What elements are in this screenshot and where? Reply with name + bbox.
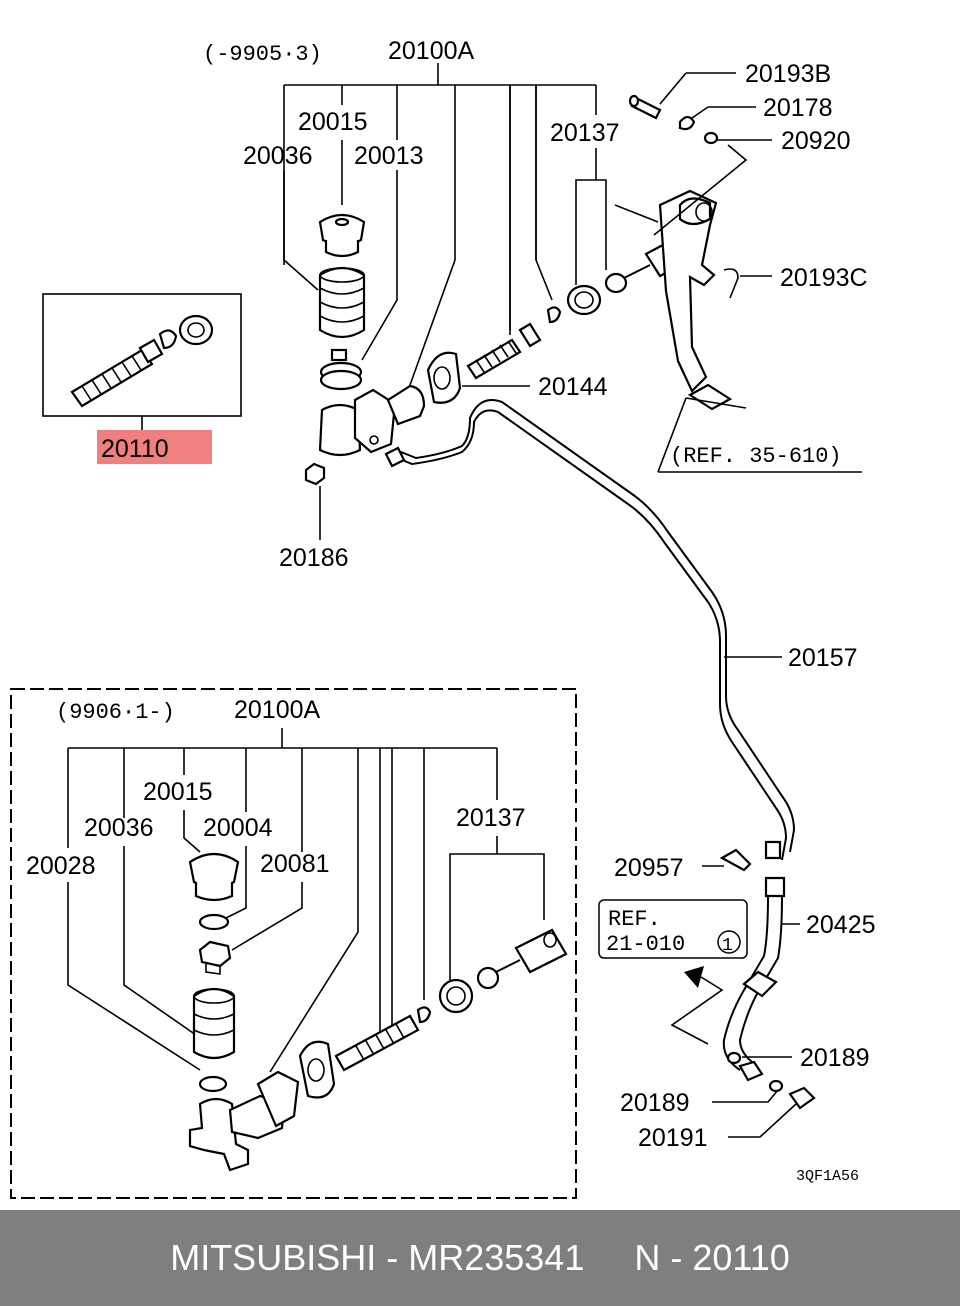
clutch-pipe xyxy=(384,399,796,861)
gasket-lower xyxy=(298,1040,336,1099)
label-20189-a: 20189 xyxy=(800,1044,870,1072)
label-20036-upper: 20036 xyxy=(243,142,313,170)
label-20425: 20425 xyxy=(806,911,876,939)
label-20015-lower: 20015 xyxy=(143,778,213,806)
footer-separator-2: - xyxy=(660,1237,693,1278)
pin-parts-upper xyxy=(614,72,772,299)
label-20015-upper: 20015 xyxy=(298,108,368,136)
clutch-hose xyxy=(702,848,816,1138)
gasket-upper xyxy=(426,351,462,404)
reservoir-cap-upper xyxy=(318,213,366,258)
piston-assembly-upper xyxy=(466,306,562,380)
lower-bracket xyxy=(67,728,545,1073)
label-20920: 20920 xyxy=(781,127,851,155)
pushrod-clevis-lower xyxy=(476,928,568,990)
label-20193C: 20193C xyxy=(780,264,868,292)
repair-kit-box xyxy=(42,293,242,432)
footer-ref-number: 20110 xyxy=(692,1237,790,1278)
label-20081-lower: 20081 xyxy=(260,850,330,878)
boot-upper xyxy=(566,284,602,316)
ref-35-610-leader xyxy=(657,397,862,473)
master-cylinder-body-lower xyxy=(188,1070,300,1172)
seal-20004-lower xyxy=(198,913,230,931)
footer-brand: MITSUBISHI xyxy=(170,1237,377,1278)
upper-bracket xyxy=(283,63,607,386)
label-20137-upper: 20137 xyxy=(550,119,620,147)
label-20193B: 20193B xyxy=(745,60,831,88)
reservoir-cap-lower xyxy=(188,852,240,902)
pedal-upper xyxy=(658,189,733,411)
footer-gap xyxy=(584,1237,634,1279)
ref-35-610-label: (REF. 35-610) xyxy=(670,444,842,469)
label-20004-lower: 20004 xyxy=(203,814,273,842)
label-20189-b: 20189 xyxy=(620,1089,690,1117)
diagram-code: 3QF1A56 xyxy=(796,1168,859,1185)
footer-separator-1: - xyxy=(376,1237,409,1278)
highlight-box xyxy=(97,430,212,464)
label-20036-lower: 20036 xyxy=(84,814,154,842)
reservoir-lower xyxy=(192,987,236,1060)
reservoir-upper xyxy=(318,266,366,339)
lower-assembly-label: 20100A xyxy=(234,696,321,724)
lower-section-frame xyxy=(10,688,577,1199)
ref-21-010-box xyxy=(598,899,748,1045)
master-cylinder-body-upper xyxy=(318,384,426,457)
boot-lower xyxy=(438,978,474,1014)
label-20028-lower: 20028 xyxy=(26,852,96,880)
upper-assembly-label: 20100A xyxy=(388,37,475,65)
nut-20186 xyxy=(304,462,326,540)
oring-20028-lower xyxy=(198,1075,228,1093)
label-20178: 20178 xyxy=(763,94,833,122)
label-20144: 20144 xyxy=(538,373,608,401)
footer-n-label: N xyxy=(634,1237,661,1278)
fitting-20081-lower xyxy=(198,940,232,975)
ref-21-010-line2: 21-010 xyxy=(606,932,685,957)
ref-21-010-line1: REF. xyxy=(608,907,661,932)
ref-21-010-circled: 1 xyxy=(722,936,733,956)
label-20137-lower: 20137 xyxy=(456,804,526,832)
piston-assembly-lower xyxy=(334,1006,432,1072)
label-20186: 20186 xyxy=(279,544,349,572)
parts-diagram: (-9905·3) 20100A 20015 20036 20013 20137 xyxy=(10,37,876,1199)
lower-range-label: (9906·1-) xyxy=(56,700,175,725)
label-20013-upper: 20013 xyxy=(354,142,424,170)
footer-bar: MITSUBISHI - MR235341 N - 20110 xyxy=(0,1210,960,1306)
upper-range-label: (-9905·3) xyxy=(203,42,322,67)
label-20157: 20157 xyxy=(788,644,858,672)
clamp-upper xyxy=(319,348,363,391)
footer-part-number: MR235341 xyxy=(408,1237,585,1278)
label-20957: 20957 xyxy=(614,854,684,882)
label-20110: 20110 xyxy=(101,435,169,463)
label-20191: 20191 xyxy=(638,1124,708,1152)
